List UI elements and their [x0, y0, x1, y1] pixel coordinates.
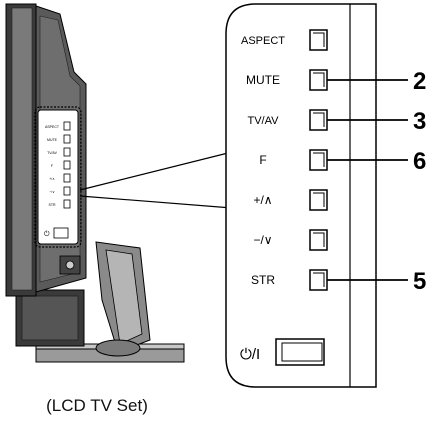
tv-button-label: F [51, 164, 53, 168]
callout-line-top [79, 151, 233, 191]
figure-caption: (LCD TV Set) [46, 396, 148, 415]
power-label: ⏻/I [240, 346, 260, 363]
button-label: TV/AV [248, 115, 280, 127]
enlarged-panel [225, 3, 377, 388]
tv-button-label: STR [49, 203, 56, 207]
tv-button [63, 160, 71, 170]
callout-number: 5 [413, 268, 426, 295]
tv-button [63, 134, 71, 144]
tv-button-label: +/∧ [49, 177, 55, 181]
button-label: −/∨ [253, 233, 272, 247]
tv-power-symbol: ⏻ [44, 230, 50, 238]
button-label: ASPECT [241, 35, 285, 47]
tv-button [63, 121, 71, 131]
tv-button [63, 173, 71, 183]
tv-button-label: −/∨ [49, 190, 55, 194]
button-bevel [313, 112, 325, 127]
panel-button[interactable] [309, 229, 328, 251]
callout-line-bottom [79, 195, 233, 209]
tv-button-label: MUTE [47, 138, 58, 142]
tv-button-label: ASPECT [45, 125, 60, 129]
callout-number: 6 [413, 148, 426, 175]
button-bevel [313, 72, 325, 87]
tv-button [63, 199, 71, 209]
tv-power-button [53, 227, 69, 239]
button-bevel [313, 272, 325, 287]
tv-button [63, 186, 71, 196]
button-label: F [259, 153, 266, 167]
button-label: MUTE [246, 73, 280, 87]
tv-button-label: TV/AV [47, 151, 58, 155]
button-bevel [313, 232, 325, 247]
tv-button [63, 147, 71, 157]
panel-button[interactable] [309, 29, 328, 51]
button-label: +/∧ [253, 193, 272, 207]
button-bevel [313, 192, 325, 207]
tv-side-panel-highlight [34, 106, 82, 248]
button-bevel [313, 32, 325, 47]
callout-number: 2 [413, 68, 426, 95]
lcd-tv-set: ASPECT MUTE TV/AV F +/∧ −/∨ STR ⏻ [5, 3, 185, 363]
panel-button[interactable] [309, 189, 328, 211]
button-label: STR [251, 273, 275, 287]
button-bevel [313, 152, 325, 167]
callout-number: 3 [413, 108, 426, 135]
tv-side-panel [37, 109, 79, 245]
